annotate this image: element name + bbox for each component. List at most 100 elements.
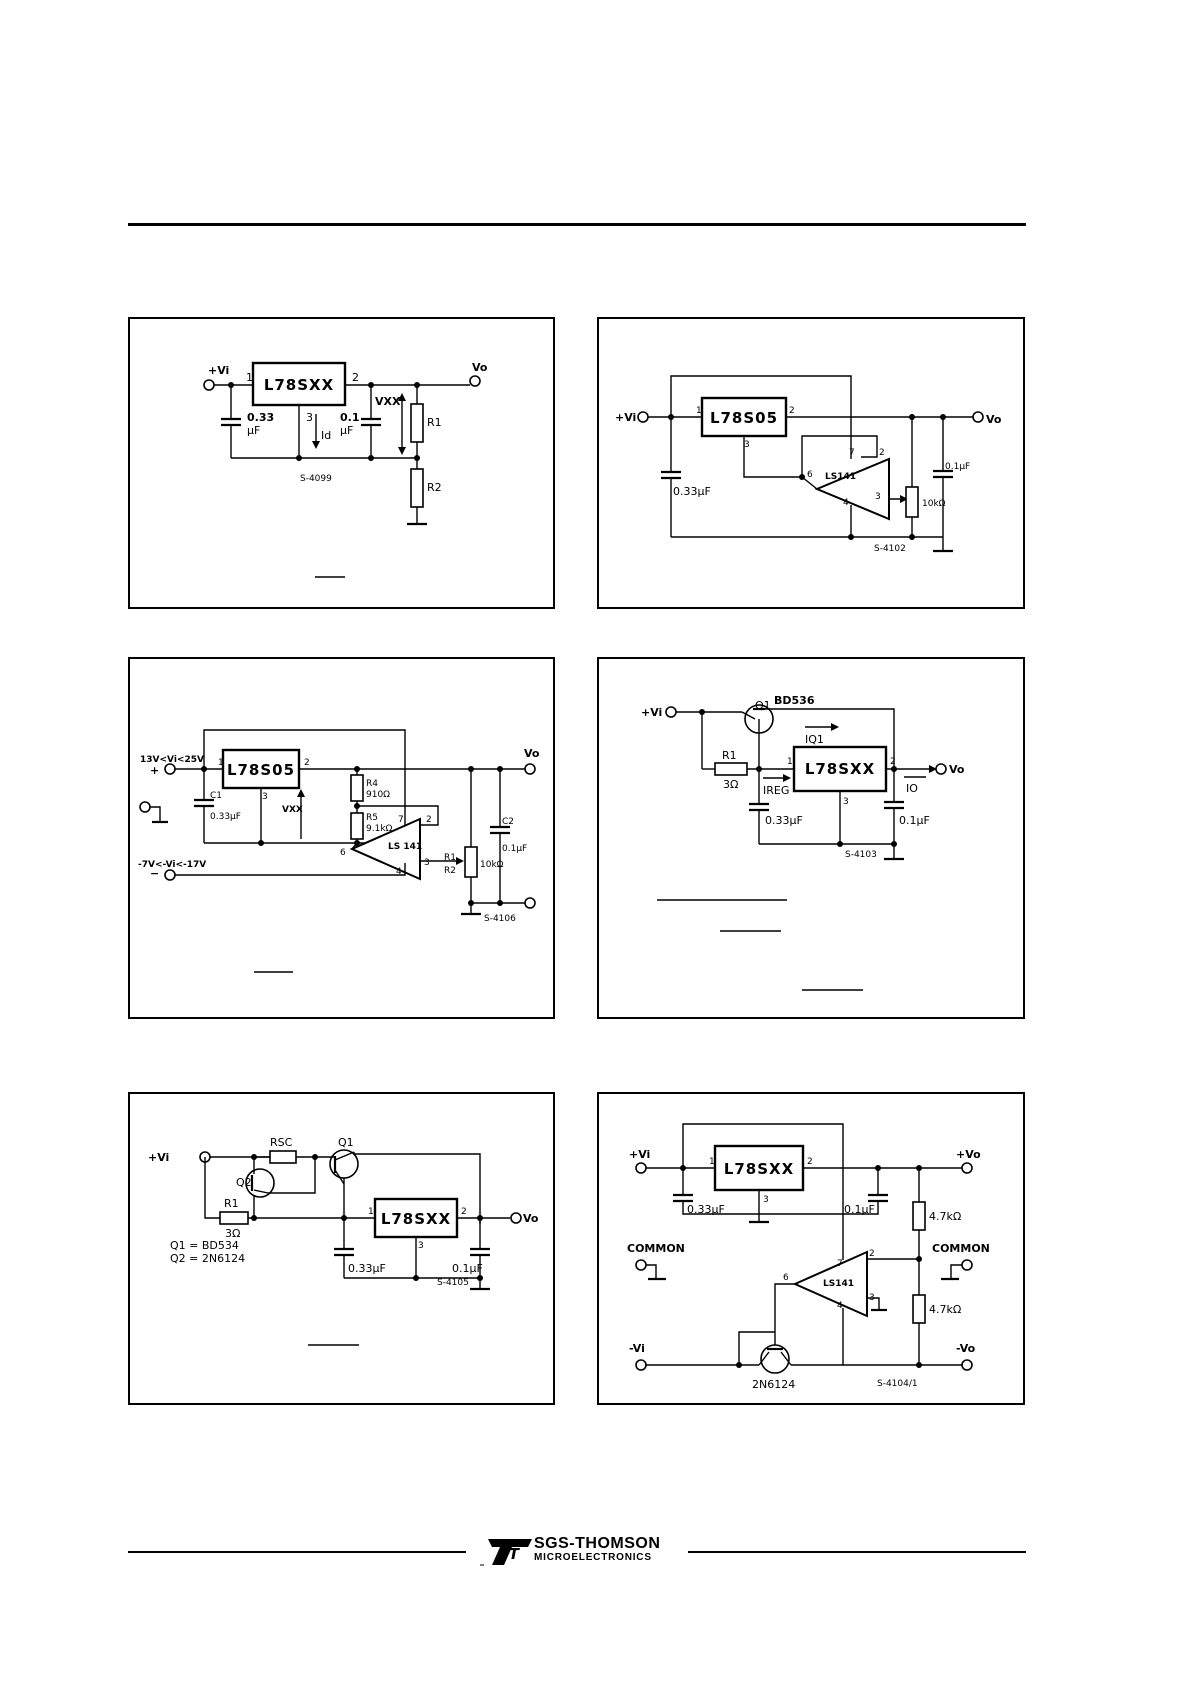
svg-text:LS141: LS141	[823, 1279, 854, 1289]
svg-text:Q1 = BD534: Q1 = BD534	[170, 1239, 239, 1252]
svg-text:R2: R2	[427, 481, 442, 494]
svg-text:7: 7	[837, 1259, 843, 1269]
opamp-ls141	[792, 1250, 868, 1318]
potentiometer	[905, 486, 919, 518]
ground-terminal	[139, 801, 151, 813]
chip-label: L78SXX	[264, 376, 334, 394]
svg-text:4.7kΩ: 4.7kΩ	[929, 1210, 961, 1223]
vo-terminal	[510, 1212, 522, 1224]
svg-text:2N6124: 2N6124	[752, 1378, 795, 1391]
figure-1-schematic: L78SXX 1 2 3 +Vi Vo 0.33 μF Id 0.1 μF	[203, 361, 488, 578]
svg-text:4: 4	[396, 867, 402, 877]
resistor-r1	[219, 1211, 249, 1225]
svg-text:COMMON: COMMON	[627, 1242, 685, 1255]
svg-text:R1: R1	[722, 749, 737, 762]
svg-text:2: 2	[869, 1249, 875, 1259]
svg-text:1: 1	[709, 1157, 715, 1167]
svg-text:3Ω: 3Ω	[225, 1227, 240, 1240]
brand-line-2: MICROELECTRONICS	[534, 1552, 652, 1563]
svg-text:IREG: IREG	[763, 784, 789, 797]
vi-minus-terminal	[635, 1359, 647, 1371]
svg-text:Vo: Vo	[949, 763, 965, 776]
svg-text:2: 2	[890, 757, 896, 767]
svg-text:μF: μF	[340, 424, 353, 437]
resistor-r2	[410, 468, 424, 508]
svg-text:2: 2	[352, 371, 359, 384]
transistor-2n6124	[760, 1344, 790, 1374]
svg-text:−: −	[150, 867, 159, 880]
vi-minus-terminal	[164, 869, 176, 881]
figure-5-schematic: +Vi RSC Q1 Q2 R1 3Ω Q1 = BD534 Q2 = 2	[148, 1136, 539, 1346]
opamp-ls141	[814, 457, 890, 521]
svg-text:+Vi: +Vi	[641, 706, 662, 719]
svg-text:+Vi: +Vi	[148, 1151, 169, 1164]
svg-text:L78S05: L78S05	[710, 409, 778, 427]
svg-text:0.1μF: 0.1μF	[899, 814, 930, 827]
svg-text:BD536: BD536	[774, 694, 815, 707]
svg-text:COMMON: COMMON	[932, 1242, 990, 1255]
common-right-terminal	[961, 1259, 973, 1271]
svg-text:R1: R1	[427, 416, 442, 429]
svg-text:3: 3	[424, 858, 430, 868]
svg-text:+Vi: +Vi	[629, 1148, 650, 1161]
vi-plus-terminal	[635, 1162, 647, 1174]
svg-text:Q1: Q1	[338, 1136, 354, 1149]
svg-text:+Vo: +Vo	[956, 1148, 981, 1161]
svg-text:R2: R2	[444, 866, 456, 876]
svg-text:3: 3	[744, 440, 750, 450]
svg-text:1: 1	[246, 371, 253, 384]
svg-text:910Ω: 910Ω	[366, 790, 390, 800]
brand-logo: SGS-THOMSON MICROELECTRONICS	[534, 1536, 660, 1563]
common-terminal	[524, 897, 536, 909]
st-logo-icon: ST	[480, 1539, 532, 1566]
svg-text:0.33μF: 0.33μF	[673, 485, 711, 498]
svg-text:VXX: VXX	[375, 395, 401, 408]
resistor-top	[912, 1201, 926, 1231]
svg-text:Vo: Vo	[524, 747, 540, 760]
svg-text:3: 3	[875, 492, 881, 502]
opamp-ls141	[349, 817, 421, 881]
svg-text:C1: C1	[210, 791, 222, 801]
resistor-rsc	[269, 1150, 297, 1164]
svg-text:C2: C2	[502, 817, 514, 827]
resistor-r5	[350, 812, 364, 840]
svg-text:ST: ST	[498, 1545, 521, 1563]
vi-terminal	[203, 379, 215, 391]
svg-text:0.1: 0.1	[340, 411, 360, 424]
svg-text:0.1μF: 0.1μF	[502, 844, 527, 854]
svg-text:S-4104/1: S-4104/1	[877, 1379, 918, 1389]
figure-3-schematic: 13V<Vi<25V + L78S05 1 2 3 Vo C1 0.33μF	[138, 729, 540, 973]
svg-text:0.33: 0.33	[247, 411, 274, 424]
svg-text:0.33μF: 0.33μF	[348, 1262, 386, 1275]
vo-minus-terminal	[961, 1359, 973, 1371]
resistor-r4	[350, 774, 364, 802]
svg-text:2: 2	[879, 448, 885, 458]
resistor-bottom	[912, 1294, 926, 1324]
svg-text:0.33μF: 0.33μF	[765, 814, 803, 827]
svg-text:3: 3	[262, 792, 268, 802]
svg-text:R4: R4	[366, 779, 378, 789]
vi-terminal	[665, 706, 677, 718]
svg-text:9.1kΩ: 9.1kΩ	[366, 824, 393, 834]
svg-text:3: 3	[763, 1195, 769, 1205]
svg-text:Q2: Q2	[236, 1176, 252, 1189]
svg-text:R1: R1	[444, 853, 456, 863]
svg-text:IO: IO	[906, 782, 918, 795]
svg-text:Vo: Vo	[986, 413, 1002, 426]
figure-5-panel: +Vi RSC Q1 Q2 R1 3Ω Q1 = BD534 Q2 = 2	[128, 1092, 555, 1405]
brand-line-1: SGS-THOMSON	[534, 1535, 661, 1552]
svg-text:Id: Id	[321, 429, 331, 442]
svg-text:6: 6	[807, 470, 813, 480]
svg-text:S-4106: S-4106	[484, 914, 516, 924]
svg-text:2: 2	[304, 758, 310, 768]
footer-rule-left	[128, 1551, 466, 1553]
figure-2-schematic: +Vi L78S05 1 2 3 Vo 0.33μF LS141 7 2 6	[615, 375, 1002, 554]
figure-1-panel: L78SXX 1 2 3 +Vi Vo 0.33 μF Id 0.1 μF	[128, 317, 555, 609]
top-rule	[128, 223, 1026, 226]
svg-text:3: 3	[843, 797, 849, 807]
svg-text:L78SXX: L78SXX	[805, 760, 875, 778]
svg-text:-7V<-Vi<-17V: -7V<-Vi<-17V	[138, 860, 206, 870]
figure-4-panel: +Vi Q1 BD536 IQ1 R1 3Ω IREG L78SXX 1 2 3	[597, 657, 1025, 1019]
svg-text:LS 141: LS 141	[388, 842, 422, 852]
svg-text:RSC: RSC	[270, 1136, 293, 1149]
